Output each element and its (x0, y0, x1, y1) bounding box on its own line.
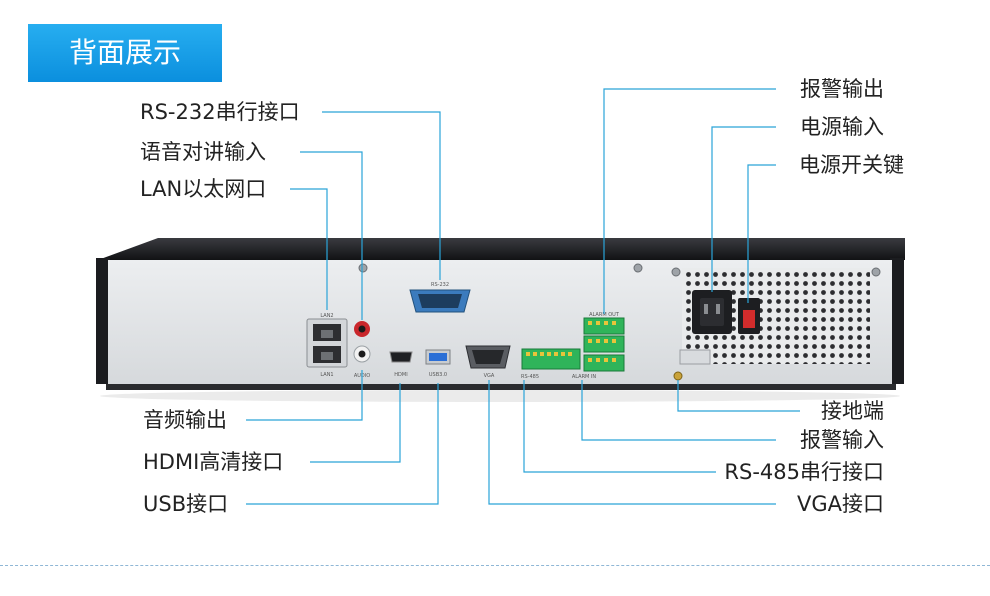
label-ground: 接地端 (821, 399, 884, 423)
section-title: 背面展示 (28, 24, 222, 82)
section-divider (0, 565, 990, 566)
hdmi-port (389, 351, 413, 363)
label-alarm-out: 报警输出 (800, 77, 884, 101)
terminal-blocks (521, 317, 625, 372)
label-audio-out: 音频输出 (143, 408, 227, 432)
label-power-in: 电源输入 (800, 115, 884, 139)
label-rs232: RS-232串行接口 (140, 100, 300, 124)
alarm-out-silkscreen: ALARM OUT (589, 312, 620, 318)
label-power-switch: 电源开关键 (799, 153, 904, 177)
lan-ports (306, 318, 348, 368)
vga-silkscreen: VGA (484, 373, 495, 379)
label-rs485: RS-485串行接口 (724, 460, 884, 484)
label-lan: LAN以太网口 (140, 177, 267, 201)
label-hdmi: HDMI高清接口 (143, 450, 284, 474)
leader-lines (246, 88, 800, 505)
lan2-silkscreen: LAN2 (320, 313, 333, 319)
rs232-port (409, 289, 471, 313)
rs485-silkscreen: RS-485 (521, 374, 539, 380)
power-section (673, 268, 870, 381)
usb-silkscreen: USB3.0 (429, 372, 447, 378)
panel-screws (358, 263, 881, 277)
label-usb: USB接口 (143, 492, 229, 516)
label-audio-in: 语音对讲输入 (140, 140, 266, 164)
hdmi-silkscreen: HDMI (394, 372, 407, 378)
alarm-in-silkscreen: ALARM IN (572, 374, 597, 380)
vga-port (465, 345, 511, 369)
rs232-silkscreen: RS-232 (431, 282, 449, 288)
label-vga: VGA接口 (796, 492, 884, 516)
label-alarm-in: 报警输入 (800, 428, 884, 452)
lan1-silkscreen: LAN1 (320, 372, 333, 378)
audio-jacks (353, 321, 371, 363)
usb-port (425, 349, 451, 365)
